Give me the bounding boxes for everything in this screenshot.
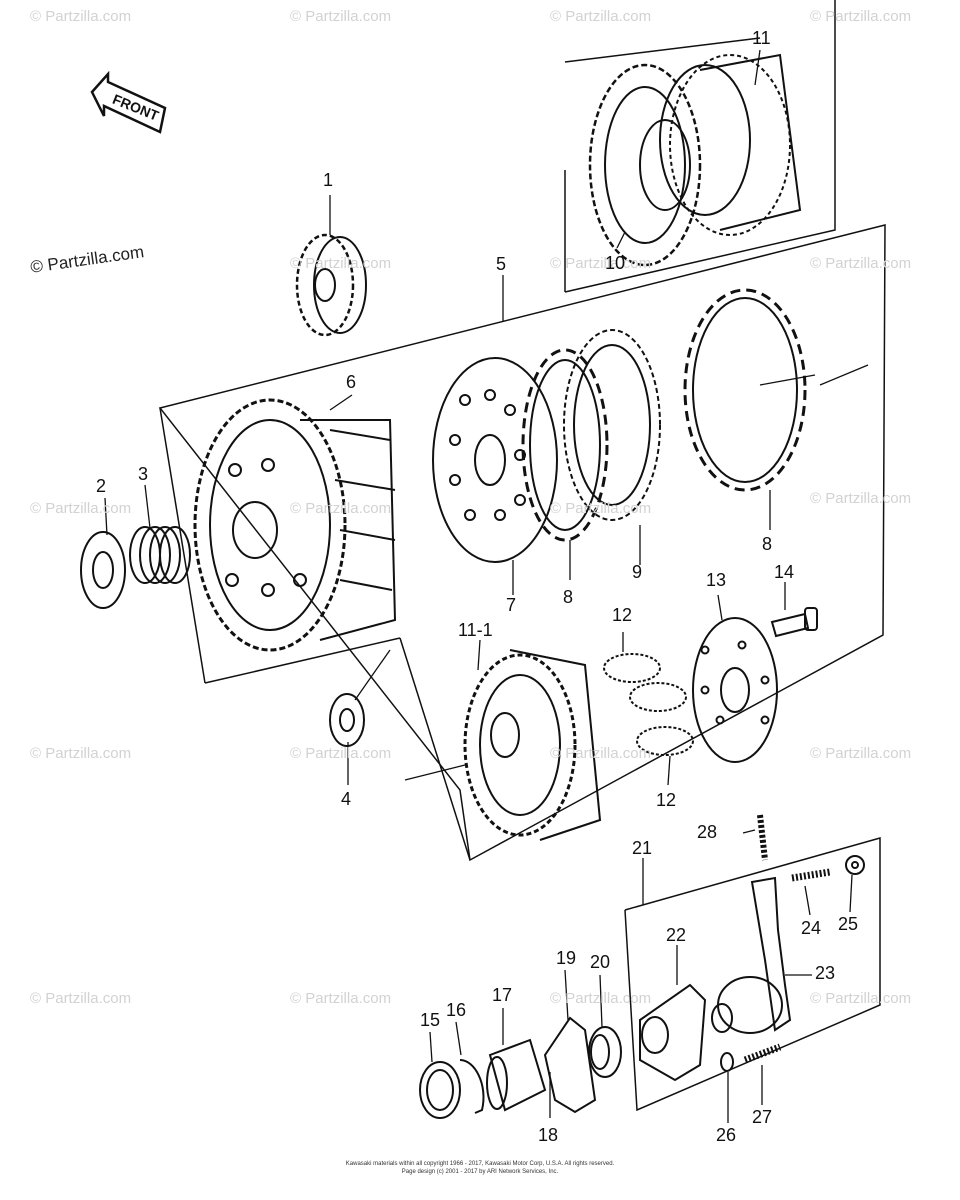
- callout-9: 9: [632, 562, 643, 582]
- callout-8a: 8: [563, 587, 574, 607]
- watermark: © Partzilla.com: [290, 8, 392, 25]
- watermark: © Partzilla.com: [550, 990, 652, 1007]
- callout-24: 24: [801, 918, 822, 938]
- callout-27: 27: [752, 1107, 773, 1127]
- part-23-lever: [711, 876, 792, 1034]
- part-8-friction-disc-a: [521, 348, 609, 542]
- front-arrow: FRONT: [90, 70, 167, 134]
- callout-13: 13: [706, 570, 727, 590]
- leader-lines: [104, 49, 869, 1123]
- watermark: © Partzilla.com: [550, 8, 652, 25]
- callout-11-1: 11-1: [458, 620, 493, 640]
- callout-4: 4: [341, 789, 352, 809]
- callout-12a: 12: [612, 605, 633, 625]
- callout-12b: 12: [656, 790, 677, 810]
- part-11-1-hub: [463, 649, 602, 841]
- callout-17: 17: [492, 985, 513, 1005]
- part-2-washer: [80, 531, 126, 609]
- watermark: © Partzilla.com: [30, 500, 132, 517]
- watermark: © Partzilla.com: [810, 745, 912, 762]
- callout-22: 22: [666, 925, 687, 945]
- callout-25: 25: [838, 914, 859, 934]
- callout-2: 2: [96, 476, 107, 496]
- part-15-ring: [419, 1061, 461, 1119]
- part-27-bolt: [743, 1043, 782, 1064]
- watermark: © Partzilla.com: [810, 990, 912, 1007]
- part-11-housing: [639, 53, 802, 236]
- callout-8b: 8: [762, 534, 773, 554]
- callout-28: 28: [697, 822, 718, 842]
- callout-15: 15: [420, 1010, 441, 1030]
- watermark: © Partzilla.com: [550, 500, 652, 517]
- part-6-gear-hub: [193, 398, 397, 652]
- callout-3: 3: [138, 464, 149, 484]
- watermark: © Partzilla.com: [290, 500, 392, 517]
- watermark: © Partzilla.com: [30, 8, 132, 25]
- watermark: © Partzilla.com: [290, 990, 392, 1007]
- part-22-cover: [639, 983, 707, 1082]
- watermark: © Partzilla.com: [810, 255, 912, 272]
- part-18-gasket: [543, 1016, 597, 1114]
- part-10-friction-plate: [588, 63, 702, 267]
- callout-6: 6: [346, 372, 357, 392]
- watermark: © Partzilla.com: [30, 990, 132, 1007]
- group-frames: [158, 0, 886, 1112]
- watermark: © Partzilla.com: [550, 745, 652, 762]
- callout-11: 11: [752, 28, 771, 48]
- callout-18: 18: [538, 1125, 559, 1145]
- part-3-spring: [129, 526, 191, 584]
- part-7-plate: [432, 357, 558, 563]
- part-28-spring: [757, 814, 768, 861]
- callout-7: 7: [506, 595, 517, 615]
- part-26-washer: [720, 1052, 734, 1072]
- part-1-gear: [295, 233, 367, 337]
- part-8-friction-disc-b: [683, 288, 807, 492]
- watermark: © Partzilla.com: [30, 745, 132, 762]
- callout-1: 1: [323, 170, 334, 190]
- part-14-bolt: [770, 607, 818, 638]
- part-25-nut: [845, 855, 865, 875]
- watermark: © Partzilla.com: [810, 490, 912, 507]
- part-16-circlip: [459, 1059, 485, 1114]
- part-20-seal: [588, 1026, 622, 1078]
- callout-5: 5: [496, 254, 507, 274]
- watermark: © Partzilla.com: [290, 255, 392, 272]
- part-13-plate: [692, 617, 778, 763]
- part-9-steel-plate: [563, 329, 661, 521]
- callout-16: 16: [446, 1000, 467, 1020]
- callout-23: 23: [815, 963, 836, 983]
- watermark: © Partzilla.com: [550, 255, 652, 272]
- watermark: © Partzilla.com: [810, 8, 912, 25]
- callout-19: 19: [556, 948, 577, 968]
- callout-10: 10: [605, 253, 626, 273]
- callout-14: 14: [774, 562, 795, 582]
- callout-26: 26: [716, 1125, 737, 1145]
- callout-21: 21: [632, 838, 653, 858]
- watermark: © Partzilla.com: [290, 745, 392, 762]
- callout-20: 20: [590, 952, 611, 972]
- part-12-springs: [603, 653, 694, 756]
- part-17-piston: [486, 1038, 547, 1112]
- part-4-washer: [329, 693, 365, 747]
- part-24-screw: [791, 868, 831, 882]
- copyright-line-2: Page design (c) 2001 - 2017 by ARI Netwo…: [401, 1169, 559, 1175]
- copyright-line-1: Kawasaki materials within all copyright …: [345, 1161, 615, 1167]
